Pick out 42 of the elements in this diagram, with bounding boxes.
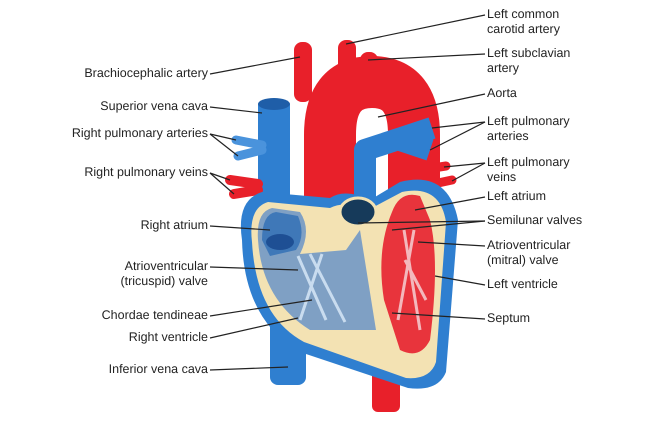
part-label: Aorta — [487, 86, 517, 101]
leader-line — [368, 53, 486, 61]
leader-line — [210, 225, 270, 231]
part-label: Atrioventricular (tricuspid) valve — [93, 259, 208, 289]
leader-line — [392, 220, 486, 231]
part-label: Atrioventricular (mitral) valve — [487, 238, 597, 268]
part-label: Left atrium — [487, 189, 546, 204]
leader-line — [444, 162, 486, 168]
leader-line — [452, 162, 486, 182]
leader-line — [210, 106, 262, 114]
part-label: Inferior vena cava — [108, 362, 208, 377]
leader-line — [210, 299, 312, 317]
leader-line — [392, 312, 486, 320]
part-label: Left pulmonary arteries — [487, 114, 597, 144]
part-label: Left subclavian artery — [487, 46, 597, 76]
leader-line — [378, 93, 486, 118]
leader-line — [210, 266, 298, 271]
part-label: Right atrium — [140, 218, 208, 233]
part-label: Chordae tendineae — [102, 308, 208, 323]
leader-line — [418, 241, 486, 247]
part-label: Semilunar valves — [487, 213, 582, 228]
part-label: Left pulmonary veins — [487, 155, 597, 185]
leader-line — [430, 121, 486, 151]
leader-line — [210, 366, 288, 371]
leader-line — [346, 14, 486, 45]
leader-line — [210, 172, 230, 181]
leader-line — [210, 317, 298, 339]
part-label: Left ventricle — [487, 277, 558, 292]
leader-line — [210, 172, 234, 194]
part-label: Right pulmonary veins — [84, 165, 208, 180]
part-label: Right ventricle — [128, 330, 208, 345]
leader-line — [210, 56, 300, 75]
leader-line — [210, 133, 236, 141]
part-label: Septum — [487, 311, 530, 326]
leader-line — [432, 121, 486, 129]
part-label: Superior vena cava — [100, 99, 208, 114]
leader-line — [414, 196, 486, 211]
leader-line — [434, 275, 486, 286]
part-label: Brachiocephalic artery — [84, 66, 208, 81]
leader-line — [210, 134, 238, 156]
part-label: Left common carotid artery — [487, 7, 597, 37]
part-label: Right pulmonary arteries — [72, 126, 208, 141]
